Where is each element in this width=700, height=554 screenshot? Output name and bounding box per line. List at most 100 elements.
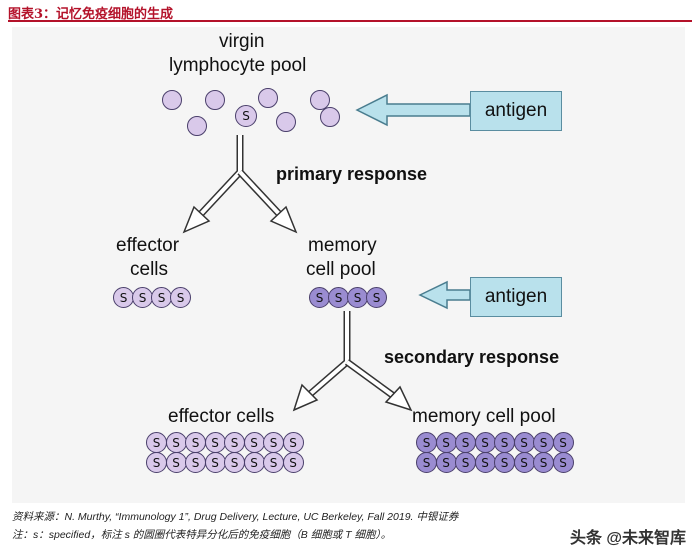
cell-marker: S (461, 435, 470, 450)
watermark: 头条 @未来智库 (569, 530, 686, 547)
effector-cell: S (243, 432, 265, 453)
title-rule (8, 20, 692, 22)
cell-marker: S (520, 435, 528, 450)
virgin-cell-specified: S (235, 105, 257, 127)
cell-marker: S (172, 455, 180, 470)
cell-marker: S (539, 435, 548, 450)
primary-split-arrow (182, 135, 298, 234)
cell-marker: S (152, 455, 161, 470)
cell-marker: S (559, 455, 567, 470)
cell-marker: S (191, 435, 200, 450)
virgin-cell (162, 90, 182, 110)
cell-marker: S (422, 455, 431, 470)
diagram-panel: virgin lymphocyte pool S antigen primary… (12, 27, 685, 503)
specified-cell: S (113, 287, 134, 308)
memory-cell: S (494, 432, 515, 453)
effector-cell: S (185, 432, 206, 453)
antigen-label: antigen (484, 100, 548, 121)
memory-cell: S (366, 287, 387, 308)
cell-marker: S (157, 290, 166, 305)
memory-cell: S (416, 432, 437, 453)
figure-title: 图表3：记忆免疫细胞的生成 (8, 7, 174, 22)
memory-cell: S (435, 432, 457, 453)
virgin-cell (187, 116, 207, 136)
memory-cell: S (347, 287, 368, 308)
effector-cell: S (185, 452, 206, 473)
cell-marker: S (422, 435, 431, 450)
cell-marker: S (334, 290, 343, 305)
source-note: 资料来源：N. Murthy, “Immunology 1”, Drug Del… (12, 511, 459, 523)
effector-cells-label-2: effector cells (168, 406, 275, 427)
diagram-arrows (182, 93, 471, 412)
virgin-pool-label-line1: virgin (219, 31, 265, 52)
cell-marker: S (269, 435, 278, 450)
cell-marker: S (372, 290, 381, 305)
memory-cell: S (328, 287, 349, 308)
memory-cell: S (533, 452, 554, 473)
cell-marker: S (191, 455, 200, 470)
virgin-cell (320, 107, 340, 127)
cell-marker: S (289, 455, 297, 470)
memory-cell: S (494, 452, 515, 473)
memory-cell: S (533, 432, 554, 453)
cell-marker: S (500, 455, 509, 470)
cell-marker: S (176, 290, 185, 305)
effector-cell: S (146, 452, 167, 473)
cell-marker: S (481, 455, 489, 470)
cell-marker: S (230, 455, 239, 470)
cell-marker: S (481, 435, 489, 450)
memory-cell: S (309, 287, 330, 308)
effector-cell: S (243, 452, 265, 473)
memory-pool-label-line2: cell pool (306, 259, 376, 280)
effector-cell: S (263, 452, 284, 473)
virgin-cell (310, 90, 330, 110)
cell-marker: S (539, 455, 548, 470)
effector-cells-label-line2: cells (130, 259, 169, 280)
memory-pool-label-line1: memory (308, 235, 377, 256)
virgin-cell (276, 112, 296, 132)
memory-cell: S (552, 432, 574, 453)
effector-cell: S (146, 432, 167, 453)
memory-cell: S (513, 452, 535, 473)
cell-marker: S (520, 455, 528, 470)
effector-cells-label-line1: effector (116, 235, 180, 256)
cell-marker: S (152, 435, 161, 450)
virgin-cell (258, 88, 278, 108)
cell-marker: S (353, 290, 362, 305)
cell-marker: S (211, 455, 219, 470)
memory-cell: S (513, 432, 535, 453)
effector-cell: S (282, 452, 304, 473)
virgin-pool-label-line2: lymphocyte pool (169, 55, 307, 76)
cell-marker: S (442, 455, 450, 470)
secondary-split-arrow (292, 311, 413, 412)
antigen-label: antigen (484, 286, 548, 307)
memory-cell: S (474, 452, 496, 473)
cell-marker: S (250, 455, 258, 470)
antigen-box-middle: antigen (470, 277, 562, 317)
specified-cell: S (170, 287, 191, 308)
specified-cell: S (151, 287, 172, 308)
memory-cell: S (455, 452, 476, 473)
cell-marker: S (211, 435, 219, 450)
cell-marker: S (500, 435, 509, 450)
memory-cell: S (474, 432, 496, 453)
primary-response-label: primary response (276, 164, 428, 184)
footnote: 注：s：specified，标注 s 的圆圈代表特异分化后的免疫细胞（B 细胞或… (12, 529, 392, 541)
memory-cell: S (552, 452, 574, 473)
virgin-cell (205, 90, 225, 110)
cell-marker: S (442, 435, 450, 450)
cell-marker: S (559, 435, 567, 450)
memory-pool-label-2: memory cell pool (412, 406, 556, 427)
cell-marker: S (315, 290, 324, 305)
cell-marker: S (138, 290, 147, 305)
effector-cell: S (204, 432, 226, 453)
effector-cell: S (204, 452, 226, 473)
antigen-box-top: antigen (470, 91, 562, 131)
cell-marker: S (119, 290, 128, 305)
effector-cell: S (263, 432, 284, 453)
effector-cell: S (224, 452, 245, 473)
cell-marker: S (269, 455, 278, 470)
cell-marker: S (242, 109, 250, 123)
cell-marker: S (172, 435, 180, 450)
